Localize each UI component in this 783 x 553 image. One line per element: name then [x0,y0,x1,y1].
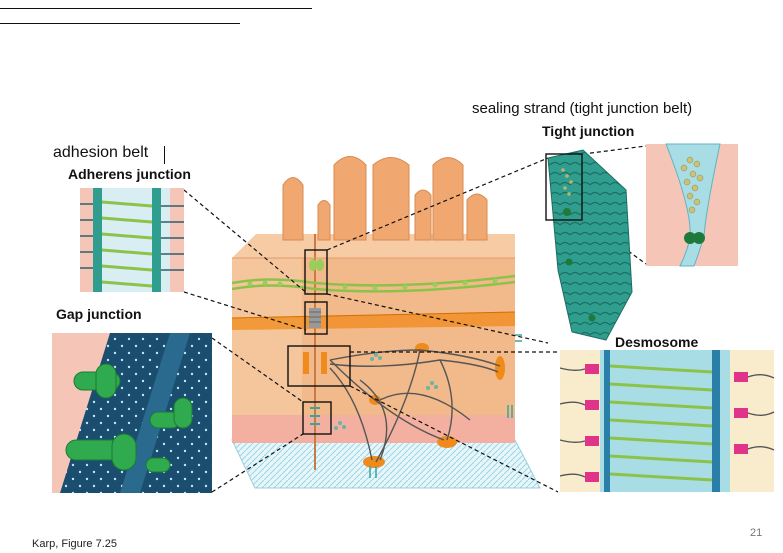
label-adhesion-belt: adhesion belt [53,144,148,162]
label-sealing-strand: sealing strand (tight junction belt) [472,100,692,117]
text-cursor [164,146,165,164]
desmosome-panel [560,350,774,492]
epithelial-cells [232,157,540,489]
page-number: 21 [750,527,762,539]
label-desmosome: Desmosome [615,334,698,350]
gap-junction-panel [52,333,212,493]
label-gap-junction: Gap junction [56,306,142,322]
figure-source: Karp, Figure 7.25 [32,538,117,550]
tight-junction-strand [546,150,632,340]
label-adherens-junction: Adherens junction [68,166,191,182]
tight-junction-closeup-panel [646,144,738,266]
adherens-junction-panel [80,188,184,292]
label-tight-junction: Tight junction [542,123,634,139]
